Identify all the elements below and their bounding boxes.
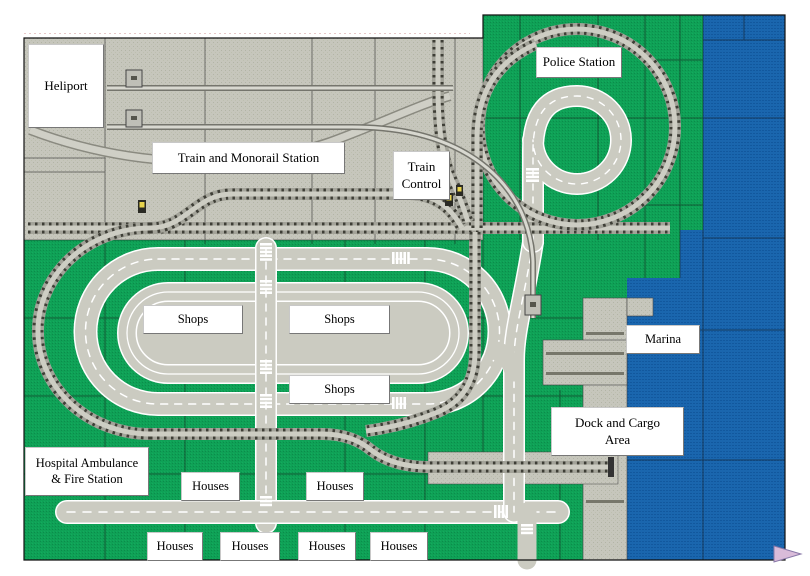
monorail-station-icon <box>524 294 542 316</box>
next-slide-arrow-icon[interactable] <box>773 545 803 563</box>
label-heliport: Heliport <box>28 44 104 128</box>
crosswalks <box>260 168 539 535</box>
train-track-connector <box>471 38 539 228</box>
road-network <box>55 84 632 570</box>
train-track-top-siding <box>432 40 474 224</box>
label-houses-6: Houses <box>370 532 428 561</box>
monorail-station-icon <box>125 69 143 88</box>
label-shops-1: Shops <box>143 305 243 334</box>
label-houses-2: Houses <box>306 472 364 501</box>
train-track-town-loop-left <box>32 222 151 440</box>
train-track-town-loop-right <box>365 232 481 437</box>
label-houses-5: Houses <box>298 532 356 561</box>
buffer-stop-icon <box>608 457 614 477</box>
monorail <box>107 69 542 318</box>
label-shops-3: Shops <box>289 375 390 404</box>
signal-icon <box>456 185 463 196</box>
train-tracks <box>28 23 681 477</box>
train-track-station-siding <box>149 188 468 234</box>
label-marina: Marina <box>626 325 700 354</box>
label-houses-1: Houses <box>181 472 240 501</box>
signal-icon <box>138 200 146 213</box>
map-border <box>23 14 786 561</box>
train-track-dock-line <box>150 428 612 473</box>
label-hospital-fire-station: Hospital Ambulance & Fire Station <box>25 447 149 496</box>
label-dock-cargo-area: Dock and Cargo Area <box>551 407 684 456</box>
label-shops-2: Shops <box>289 305 390 334</box>
label-train-control: Train Control <box>393 151 450 200</box>
monorail-station-icon <box>125 109 143 128</box>
label-train-monorail-station: Train and Monorail Station <box>152 142 345 174</box>
label-houses-4: Houses <box>220 532 280 561</box>
label-police-station: Police Station <box>536 47 622 78</box>
label-houses-3: Houses <box>147 532 203 561</box>
